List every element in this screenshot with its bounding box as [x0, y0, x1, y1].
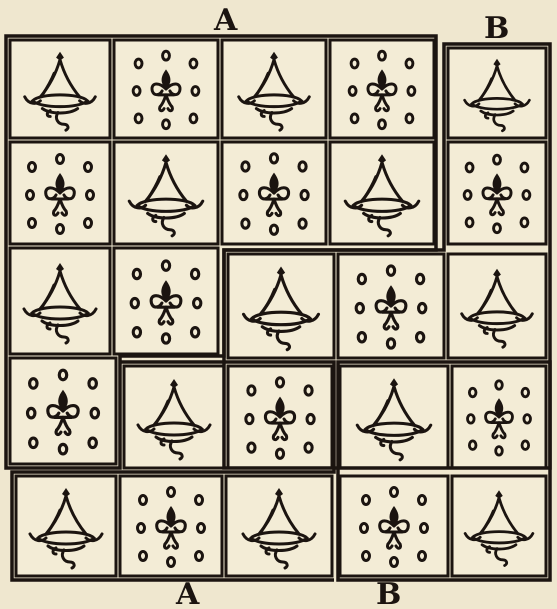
bell-tile — [10, 248, 110, 354]
fleur-tile — [340, 476, 448, 576]
bell-tile — [448, 254, 546, 358]
bell-tile — [114, 142, 218, 244]
bell-tile — [10, 40, 110, 138]
fleur-tile — [448, 142, 546, 244]
bell-tile — [448, 48, 546, 138]
fleur-tile — [330, 40, 434, 138]
bell-tile — [228, 254, 334, 358]
bell-tile — [124, 366, 224, 468]
fleur-tile — [120, 476, 222, 576]
fleur-tile — [452, 366, 546, 468]
bell-tile — [340, 366, 448, 468]
label-top-left: A — [213, 3, 238, 38]
fleur-tile — [10, 358, 116, 464]
bell-tile — [452, 476, 546, 576]
fleur-tile — [222, 142, 326, 244]
label-bottom-right: B — [376, 577, 401, 609]
label-bottom-left: A — [175, 577, 200, 609]
tile-grid — [10, 40, 546, 576]
fleur-tile — [10, 142, 110, 244]
fleur-tile — [228, 366, 332, 468]
bell-tile — [222, 40, 326, 138]
label-top-right: B — [484, 11, 509, 46]
fleur-tile — [114, 248, 218, 354]
fleur-tile — [338, 254, 444, 358]
bell-tile — [226, 476, 332, 576]
fleur-tile — [114, 40, 218, 138]
bell-tile — [16, 476, 116, 576]
bell-tile — [330, 142, 434, 244]
